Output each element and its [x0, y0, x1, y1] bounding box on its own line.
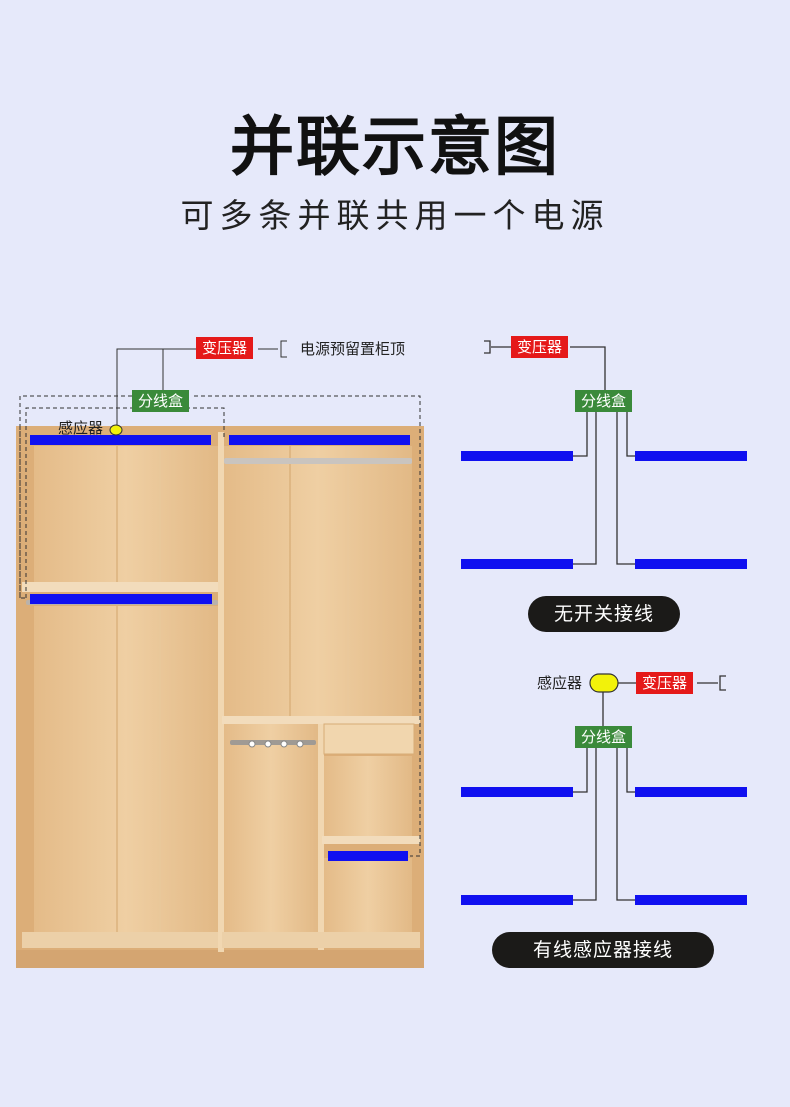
led-strip-rail-left — [30, 594, 212, 604]
led-strip-2 — [635, 451, 747, 461]
transformer-tag-sensor: 变压器 — [636, 672, 694, 694]
led-strip-lower-right — [328, 851, 408, 861]
sensor-label: 感应器 — [58, 419, 104, 437]
drawer — [323, 723, 415, 755]
page-title: 并联示意图 — [230, 111, 560, 185]
rail-right — [224, 458, 412, 464]
led-strip-8 — [635, 895, 747, 905]
floor-left — [22, 932, 220, 948]
no-switch-wiring — [484, 340, 635, 565]
no-switch-led-strips — [461, 451, 747, 569]
led-strip-6 — [635, 787, 747, 797]
led-strip-top-left — [30, 435, 211, 445]
wardrobe-plinth — [16, 950, 424, 968]
compartment-top-right — [224, 446, 412, 716]
wardrobe-wiring — [19, 395, 421, 857]
divider-middle — [218, 432, 224, 952]
sensor-led-strips — [461, 787, 747, 905]
compartment-lower-right-bottom — [324, 858, 412, 934]
sensor-icon — [109, 424, 123, 436]
led-strip-7 — [461, 895, 573, 905]
junction-box-tag-no-switch: 分线盒 — [575, 390, 633, 412]
sensor-label-2: 感应器 — [537, 674, 583, 692]
compartment-top-left — [34, 446, 218, 584]
transformer-tag-no-switch: 变压器 — [511, 336, 569, 358]
led-strip-3 — [461, 559, 573, 569]
compartment-bottom-left — [34, 606, 218, 934]
junction-box-tag-sensor: 分线盒 — [575, 726, 633, 748]
shelf-middle-right — [222, 716, 420, 724]
page-subtitle: 可多条并联共用一个电源 — [180, 196, 610, 235]
compartment-lower-right-top — [324, 756, 412, 836]
led-strip-5 — [461, 787, 573, 797]
led-strip-4 — [635, 559, 747, 569]
shelf-lower-right — [322, 836, 420, 844]
divider-lower — [318, 724, 324, 950]
sensor-wiring — [573, 675, 726, 901]
shelf-top-left — [22, 582, 218, 592]
transformer-tag: 变压器 — [196, 337, 254, 359]
led-strip-top-right — [229, 435, 410, 445]
caption-no-switch: 无开关接线 — [528, 596, 680, 632]
junction-box-tag: 分线盒 — [132, 390, 190, 412]
caption-sensor: 有线感应器接线 — [492, 932, 714, 968]
led-strip-1 — [461, 451, 573, 461]
wardrobe-transformer-wiring — [116, 340, 287, 428]
floor-right — [222, 932, 420, 948]
wardrobe-illustration — [16, 426, 424, 968]
sensor-switch-icon — [589, 673, 619, 693]
power-note: 电源预留置柜顶 — [300, 340, 406, 358]
compartment-lower-middle — [224, 724, 318, 934]
wardrobe-led-strips — [30, 435, 410, 861]
